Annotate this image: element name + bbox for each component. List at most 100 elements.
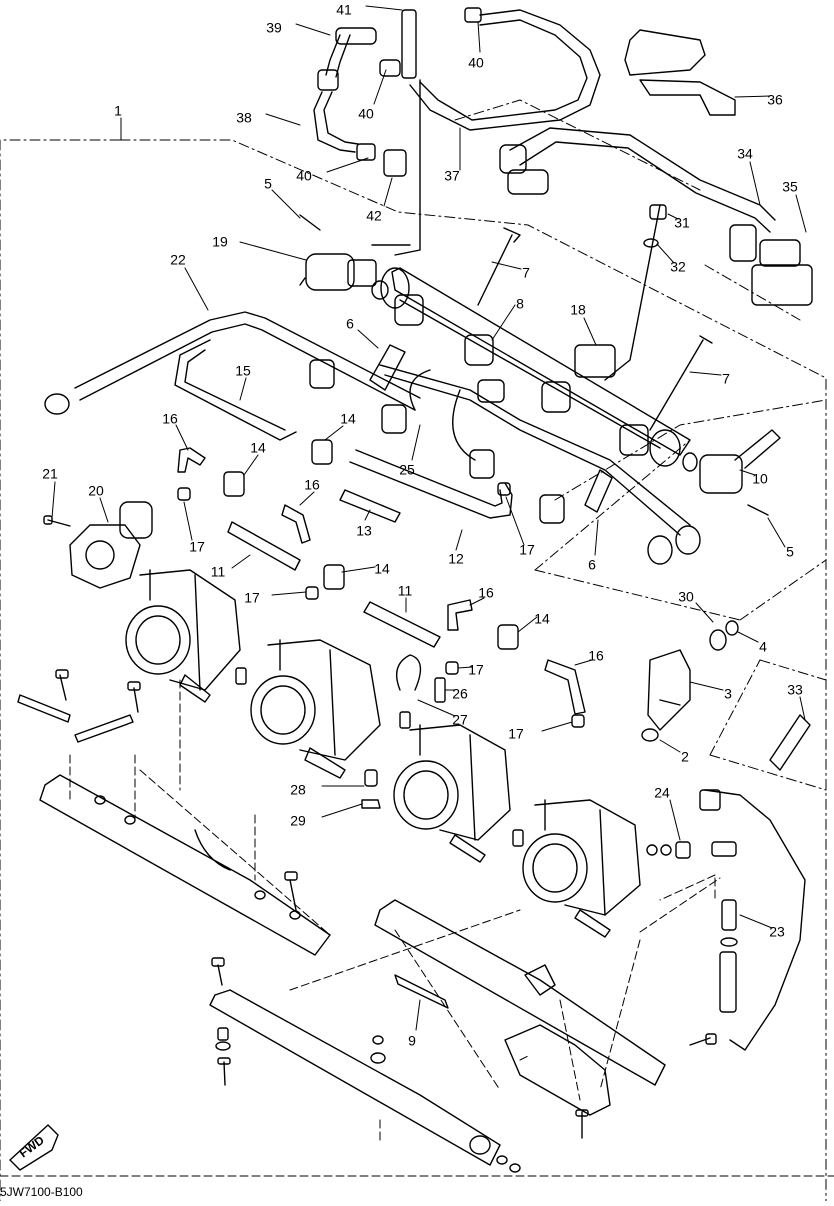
callout-layer: 1234556677891011111213141414141516161616… <box>42 2 807 1049</box>
washer <box>643 238 659 248</box>
wiring-connector <box>751 264 813 306</box>
part-callout-32: 32 <box>670 259 686 275</box>
leader-line <box>669 799 681 841</box>
leader-line <box>749 161 761 206</box>
part-callout-11: 11 <box>211 564 226 580</box>
part-callout-36: 36 <box>767 92 783 108</box>
harness-connector <box>574 344 616 378</box>
part-callout-17: 17 <box>519 542 535 558</box>
leader-line <box>271 591 307 596</box>
leader-line <box>326 157 369 173</box>
part-callout-14: 14 <box>374 561 390 577</box>
part-callout-27: 27 <box>452 712 468 728</box>
sensor-10 <box>682 429 781 494</box>
leader-line <box>417 699 456 717</box>
hose-clamp <box>317 69 339 91</box>
throttle-position-sensor <box>43 501 153 589</box>
part-callout-30: 30 <box>678 589 694 605</box>
leader-line <box>239 241 307 261</box>
leader-line <box>265 113 301 126</box>
spring <box>235 667 247 685</box>
leader-line <box>767 517 786 548</box>
part-callout-26: 26 <box>452 686 468 702</box>
leader-line <box>415 999 421 1031</box>
harness-connector <box>469 449 495 479</box>
leader-line <box>477 21 481 53</box>
part-callout-14: 14 <box>534 611 550 627</box>
link-plate-33 <box>769 714 811 771</box>
leader-line <box>455 529 463 551</box>
part-callout-22: 22 <box>170 252 186 268</box>
leader-line <box>505 496 525 546</box>
part-callout-11: 11 <box>398 583 413 599</box>
bolt-head <box>649 204 667 220</box>
screw-head <box>43 515 53 525</box>
leader-line <box>373 69 387 105</box>
part-callout-34: 34 <box>737 146 753 162</box>
part-callout-16: 16 <box>304 477 320 493</box>
part-callout-35: 35 <box>782 179 798 195</box>
part-callout-8: 8 <box>516 296 524 312</box>
part-callout-19: 19 <box>212 234 228 250</box>
leader-line <box>324 425 344 441</box>
injector-boss <box>619 424 649 456</box>
leader-line <box>795 194 807 233</box>
part-callout-5: 5 <box>786 544 794 560</box>
injector-boss <box>464 334 494 366</box>
part-callout-42: 42 <box>366 208 382 224</box>
harness-connector <box>381 404 407 434</box>
part-callout-16: 16 <box>478 585 494 601</box>
throttle-body-3 <box>393 724 511 863</box>
reference-lines <box>69 679 721 1141</box>
part-callout-40: 40 <box>296 168 312 184</box>
part-callout-3: 3 <box>724 686 732 702</box>
leader-line <box>457 666 473 669</box>
part-callout-12: 12 <box>448 551 464 567</box>
hose-fitting <box>335 27 377 45</box>
part-code: 5JW7100-B100 <box>0 1185 83 1199</box>
part-callout-1: 1 <box>114 103 122 119</box>
part-callout-2: 2 <box>681 749 689 765</box>
harness-connector <box>539 494 565 524</box>
part-callout-40: 40 <box>468 55 484 71</box>
hose-clamp <box>445 661 459 675</box>
small-hoses-and-fittings <box>177 439 586 728</box>
vacuum-hoses <box>44 311 513 648</box>
hose-joint <box>383 149 407 177</box>
part-callout-14: 14 <box>340 411 356 427</box>
part-callout-31: 31 <box>674 215 690 231</box>
leader-line <box>659 739 681 753</box>
leader-line <box>517 616 538 633</box>
throttle-body-1 <box>125 569 241 703</box>
leader-line <box>491 261 522 270</box>
leader-line <box>183 501 193 541</box>
part-callout-28: 28 <box>290 782 306 798</box>
leader-line <box>175 424 189 451</box>
spring <box>399 711 411 729</box>
bolts <box>299 204 769 516</box>
leader-line <box>239 377 247 401</box>
fuel-injector <box>641 620 739 742</box>
leader-line <box>734 95 771 98</box>
part-callout-40: 40 <box>358 106 374 122</box>
harness-plug <box>675 525 701 555</box>
leader-line <box>299 491 315 506</box>
hose-clamp <box>305 586 319 600</box>
hose-tee <box>323 564 345 590</box>
part-callout-16: 16 <box>162 411 178 427</box>
part-callout-6: 6 <box>588 557 596 573</box>
part-callout-5: 5 <box>264 176 272 192</box>
leader-line <box>541 721 573 732</box>
part-callout-33: 33 <box>787 682 803 698</box>
leader-line <box>469 597 485 606</box>
bracket-right <box>374 899 666 1116</box>
leader-line <box>321 803 363 818</box>
bracket-bottom <box>209 974 521 1173</box>
screw-26 <box>434 677 446 703</box>
hose-clamp <box>464 7 482 23</box>
hose-clamp <box>356 143 376 161</box>
leader-line <box>295 23 331 36</box>
part-callout-17: 17 <box>468 662 484 678</box>
pressure-regulator <box>299 244 411 300</box>
